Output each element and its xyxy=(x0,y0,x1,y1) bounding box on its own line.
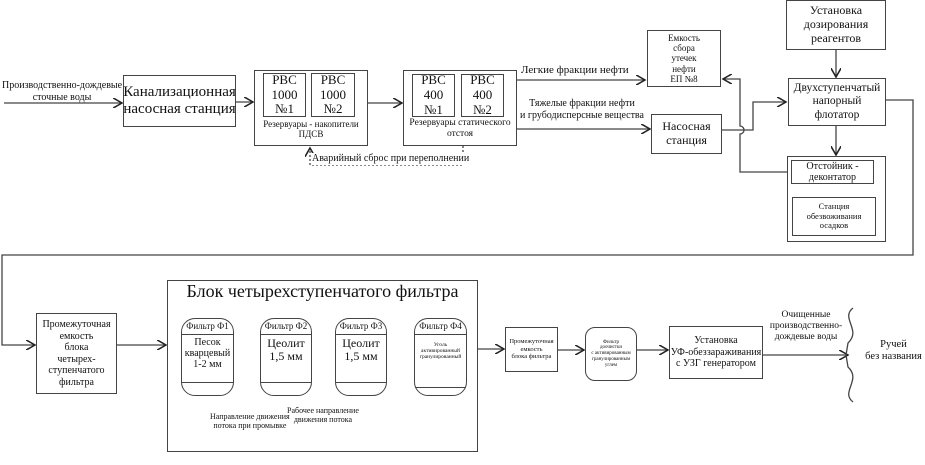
filter-f2-name: Фильтр Ф2 xyxy=(261,319,311,335)
reservoirs-pdsv-caption: Резервуары - накопители ПДСВ xyxy=(263,119,359,140)
tank-rvs400-2: РВС 400 №2 xyxy=(461,72,504,117)
stream-brace xyxy=(845,307,854,403)
filter-block-title: Блок четырехступенчатого фильтра xyxy=(186,281,459,301)
heavy-fraction-label: Тяжелые фракции нефти и грубодисперсные … xyxy=(520,98,644,121)
filter-f4-media: Уголь активированный гранулированный xyxy=(415,334,466,388)
filter-f4-name: Фильтр Ф4 xyxy=(415,319,466,335)
pump-station-box: Насосная станция xyxy=(651,114,722,154)
intermediate-tank-box: Промежуточная емкость блока четырех- сту… xyxy=(36,313,117,394)
settler-box: Отстойник - деконтатор xyxy=(791,160,874,184)
reagent-dosing-box: Установка дозирования реагентов xyxy=(786,0,886,50)
stream-label: Ручей без названия xyxy=(865,339,922,363)
filter-f3-name: Фильтр Ф3 xyxy=(336,319,386,335)
post-filter-box: Фильтр доочистки с активированным гранул… xyxy=(585,327,637,381)
filter-f1: Фильтр Ф1 Песок кварцевый 1-2 мм xyxy=(181,318,234,396)
uv-box: Установка УФ-обеззараживания с УЗГ генер… xyxy=(669,326,763,379)
arrow-settler-oiltank xyxy=(723,79,790,173)
filter-f4: Фильтр Ф4 Уголь активированный гранулиро… xyxy=(414,318,467,396)
tank-rvs1000-2: РВС 1000 №2 xyxy=(311,72,355,117)
reservoirs-settling-caption: Резервуары статического отстоя xyxy=(409,118,511,139)
line-flotator-to-filter xyxy=(1,99,914,345)
filter-f2-media: Цеолит 1,5 мм xyxy=(261,334,311,383)
filter-f1-media: Песок кварцевый 1-2 мм xyxy=(182,334,233,383)
flush-direction-label: Направление движения потока при промывке xyxy=(210,412,290,431)
filter-f1-name: Фильтр Ф1 xyxy=(182,319,233,335)
tank-rvs1000-1: РВС 1000 №1 xyxy=(263,72,306,117)
input-label: Производственно-дождевые сточные воды xyxy=(2,80,123,103)
emergency-label: Аварийный сброс при переполнении xyxy=(312,153,470,165)
filter-f2: Фильтр Ф2 Цеолит 1,5 мм xyxy=(260,318,312,396)
work-direction-label: Рабочее направление движения потока xyxy=(287,406,359,425)
light-fraction-label: Легкие фракции нефти xyxy=(521,64,629,76)
kns-box: Канализационная насосная станция xyxy=(123,75,236,127)
arrow-pump-flotator xyxy=(722,102,786,131)
filter-f3-media: Цеолит 1,5 мм xyxy=(336,334,386,383)
flotator-box: Двухступенчатый напорный флотатор xyxy=(788,78,886,126)
tank-rvs400-1: РВС 400 №1 xyxy=(412,72,455,117)
filter-tank-box: Промежуточная емкость блока фильтра xyxy=(505,327,558,372)
filter-f3: Фильтр Ф3 Цеолит 1,5 мм xyxy=(335,318,387,396)
treated-water-label: Очищенные производственно- дождевые воды xyxy=(769,310,843,342)
dewatering-box: Станция обезвоживания осадков xyxy=(792,197,876,236)
oil-tank-box: Емкость сбора утечек нефти ЕП №8 xyxy=(647,30,721,87)
